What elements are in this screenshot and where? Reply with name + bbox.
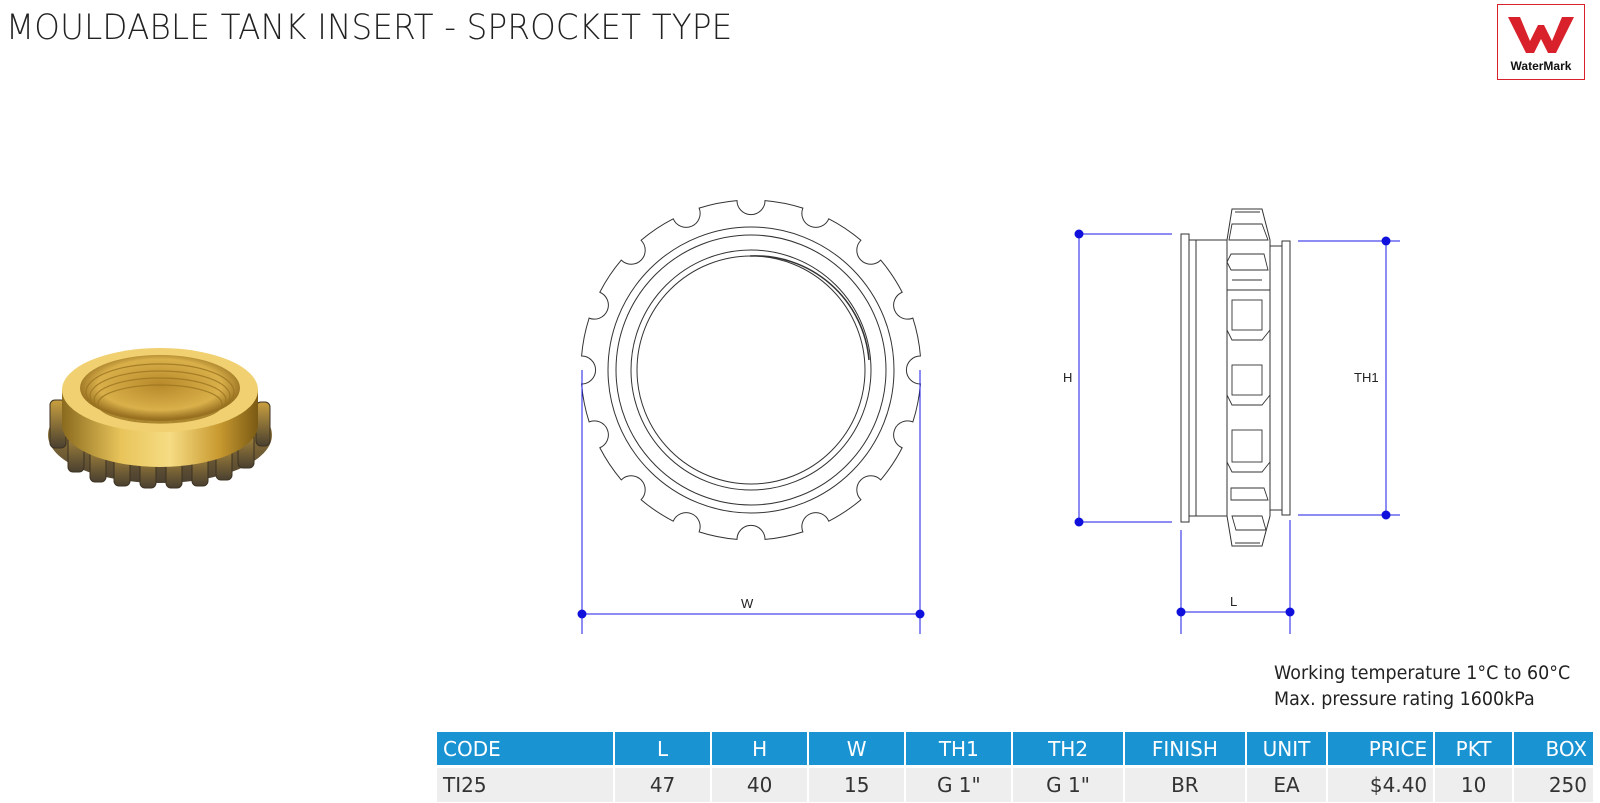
specifications: Working temperature 1°C to 60°C Max. pre… <box>1274 660 1570 712</box>
column-header-price: PRICE <box>1327 732 1434 765</box>
thread-dimension: TH1 <box>1298 236 1400 520</box>
th1-label: TH1 <box>1354 370 1379 385</box>
technical-drawing: W H <box>577 200 1400 634</box>
height-dimension: H <box>1063 229 1172 527</box>
side-view <box>1180 208 1291 547</box>
cell-h: 40 <box>712 765 808 802</box>
cell-finish: BR <box>1124 765 1246 802</box>
column-header-l: L <box>615 732 711 765</box>
cell-w: 15 <box>809 765 905 802</box>
column-header-w: W <box>809 732 905 765</box>
column-header-finish: FINISH <box>1124 732 1246 765</box>
column-header-box: BOX <box>1514 732 1593 765</box>
column-header-th1: TH1 <box>906 732 1012 765</box>
cell-code: TI25 <box>437 765 613 802</box>
column-header-unit: UNIT <box>1247 732 1326 765</box>
watermark-logo: WaterMark <box>1497 4 1585 80</box>
cell-unit: EA <box>1247 765 1326 802</box>
working-temperature: Working temperature 1°C to 60°C <box>1274 662 1571 684</box>
column-header-pkt: PKT <box>1435 732 1513 765</box>
cell-price: $4.40 <box>1327 765 1434 802</box>
column-header-h: H <box>712 732 808 765</box>
cell-l: 47 <box>615 765 711 802</box>
pressure-rating: Max. pressure rating 1600kPa <box>1274 688 1535 710</box>
cell-box: 250 <box>1514 765 1593 802</box>
cell-th1: G 1" <box>906 765 1012 802</box>
watermark-w-icon <box>1508 17 1574 53</box>
length-label: L <box>1230 594 1237 609</box>
width-label: W <box>741 596 754 611</box>
page-title: MOULDABLE TANK INSERT - SPROCKET TYPE <box>6 8 733 48</box>
height-label: H <box>1063 370 1072 385</box>
cell-pkt: 10 <box>1435 765 1513 802</box>
column-header-code: CODE <box>437 732 613 765</box>
product-photo <box>48 348 272 489</box>
sprocket-outline <box>581 200 921 540</box>
cell-th2: G 1" <box>1013 765 1123 802</box>
column-header-th2: TH2 <box>1013 732 1123 765</box>
front-view <box>581 200 921 540</box>
length-dimension: L <box>1176 520 1295 634</box>
watermark-text: WaterMark <box>1510 59 1572 73</box>
width-dimension: W <box>577 370 925 634</box>
